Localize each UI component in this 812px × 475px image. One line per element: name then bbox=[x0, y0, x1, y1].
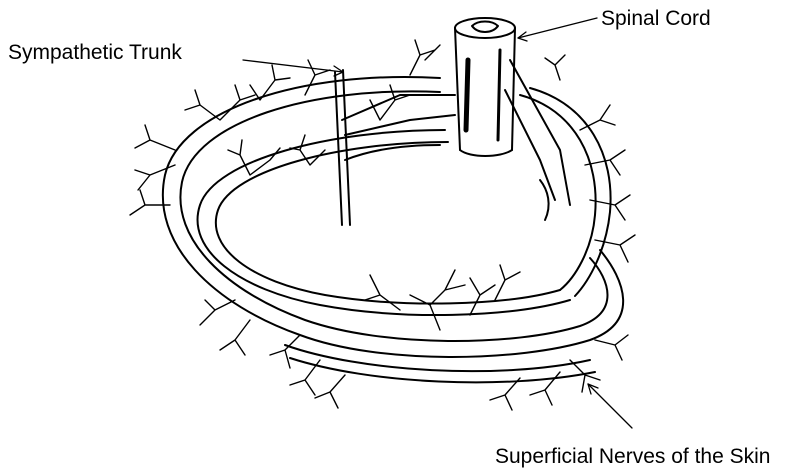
sympathetic-trunk-shape bbox=[335, 70, 455, 225]
spinal-cord-label: Spinal Cord bbox=[601, 8, 711, 29]
leader-lines bbox=[243, 18, 632, 428]
superficial-nerves-label: Superficial Nerves of the Skin bbox=[495, 446, 770, 467]
nerve-ring bbox=[163, 77, 623, 382]
nerve-branches bbox=[130, 40, 635, 410]
spinal-cord-shape bbox=[455, 18, 570, 220]
sympathetic-trunk-label: Sympathetic Trunk bbox=[8, 42, 182, 63]
